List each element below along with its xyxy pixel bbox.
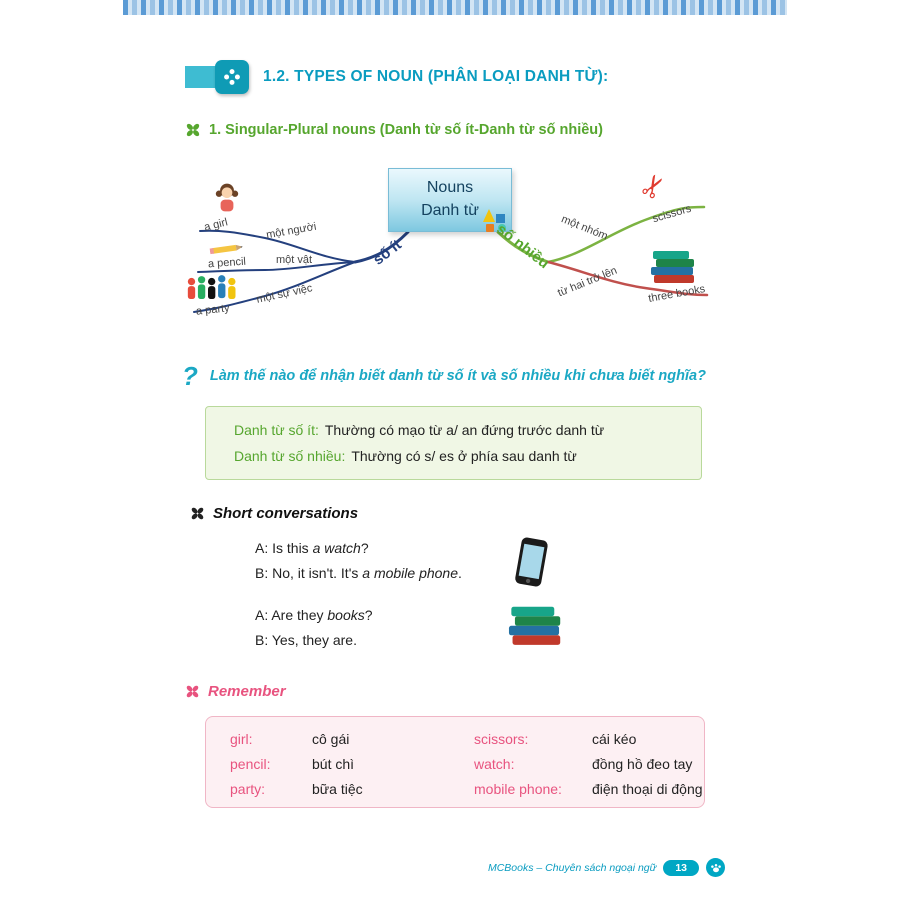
geometric-shapes-icon: [480, 208, 510, 237]
vocab-meaning: cô gái: [312, 731, 350, 747]
vocab-meaning: bút chì: [312, 756, 355, 772]
center-label-en: Nouns: [426, 179, 474, 196]
books-stack-icon: [503, 595, 565, 652]
clover-icon: [191, 507, 204, 520]
question-mark-icon: ?: [182, 361, 198, 391]
molecule-icon: [215, 60, 249, 94]
girl-icon: [214, 182, 240, 217]
pencil-icon: [209, 242, 244, 260]
chapter-header: 1.2. TYPES OF NOUN (PHÂN LOẠI DANH TỪ):: [185, 60, 608, 94]
decorative-stripes: [123, 0, 787, 15]
vocab-term: watch:: [474, 756, 515, 772]
rule-singular-term: Danh từ số ít:: [234, 422, 319, 438]
rule-singular: Danh từ số ít: Thường có mạo từ a/ an đứn…: [234, 417, 691, 443]
rule-singular-text: Thường có mạo từ a/ an đứng trước danh t…: [324, 422, 605, 438]
dialog-line: B: No, it isn't. It's a mobile phone.: [255, 565, 462, 581]
vocab-meaning: điện thoại di động: [592, 781, 703, 797]
conversations-title: Short conversations: [213, 505, 359, 522]
center-label-vi: Danh từ: [421, 202, 479, 220]
dialog-line: B: Yes, they are.: [255, 632, 357, 648]
rule-plural: Danh từ số nhiều: Thường có s/ es ở phía …: [234, 443, 691, 469]
vocab-term: scissors:: [474, 731, 529, 747]
page-footer: MCBooks – Chuyên sách ngoại ngữ 13: [0, 858, 725, 877]
vocab-meaning: bữa tiệc: [312, 781, 363, 797]
section-title: 1. Singular-Plural nouns (Danh từ số ít-…: [209, 122, 603, 138]
vocabulary-grid: girl: cô gái scissors: cái kéo pencil: b…: [230, 727, 704, 802]
publisher-imprint: MCBooks – Chuyên sách ngoại ngữ: [487, 861, 657, 874]
clover-icon: [186, 123, 200, 137]
conversations-heading: Short conversations: [190, 505, 358, 522]
page-title: 1.2. TYPES OF NOUN (PHÂN LOẠI DANH TỪ):: [263, 68, 609, 85]
question-block: ? Làm thế nào để nhận biết danh từ số ít…: [182, 363, 706, 389]
vocab-term: pencil:: [230, 756, 271, 772]
vocabulary-box: girl: cô gái scissors: cái kéo pencil: b…: [205, 716, 705, 808]
rule-plural-text: Thường có s/ es ở phía sau danh từ: [351, 448, 577, 464]
question-text: Làm thế nào để nhận biết danh từ số ít v…: [209, 368, 706, 384]
vocab-term: mobile phone:: [474, 781, 562, 797]
books-icon: [646, 242, 698, 287]
dialog-line: A: Are they books?: [255, 607, 373, 623]
remember-heading: Remember: [185, 683, 286, 700]
section-heading: 1. Singular-Plural nouns (Danh từ số ít-…: [185, 122, 603, 138]
vocab-term: party:: [230, 781, 266, 797]
vocab-meaning: cái kéo: [592, 731, 637, 747]
clover-icon: [186, 685, 199, 698]
dialog-line: A: Is this a watch?: [255, 540, 369, 556]
noun-mindmap: Nouns Danh từ số ít số nhiều a girl một …: [180, 158, 725, 368]
party-people-icon: [186, 274, 241, 305]
mindmap-curves: [193, 205, 709, 313]
grammar-rules-box: Danh từ số ít: Thường có mạo từ a/ an đứn…: [205, 406, 702, 480]
vocab-term: girl:: [230, 731, 253, 747]
item-desc-mot-vat: một vật: [276, 254, 313, 266]
paw-icon: [710, 863, 721, 872]
dialog-block: A: Is this a watch? B: No, it isn't. It'…: [255, 536, 462, 653]
page-number-badge: 13: [663, 859, 699, 876]
paw-logo: [706, 858, 725, 877]
remember-title: Remember: [208, 683, 286, 700]
vocab-meaning: đồng hồ đeo tay: [592, 756, 693, 772]
rule-plural-term: Danh từ số nhiều:: [234, 448, 346, 464]
mobile-phone-icon: [512, 536, 551, 593]
